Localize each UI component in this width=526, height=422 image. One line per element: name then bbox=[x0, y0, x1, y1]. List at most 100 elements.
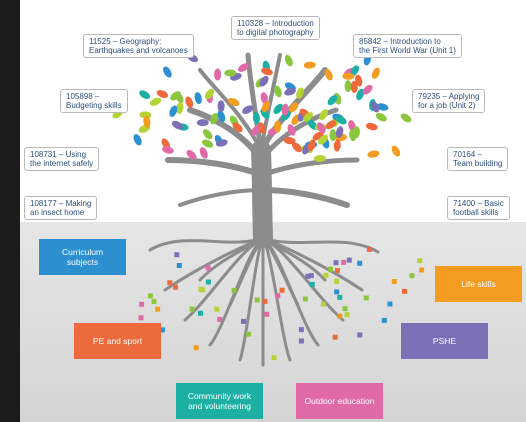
root-square bbox=[147, 293, 153, 299]
leaf bbox=[307, 139, 316, 152]
leaf bbox=[303, 61, 316, 69]
leaf bbox=[237, 63, 249, 72]
course-label-digital-photography: 110328 – Introduction to digital photogr… bbox=[231, 16, 320, 40]
root-square bbox=[334, 278, 340, 284]
leaf bbox=[217, 100, 225, 113]
root-square bbox=[189, 306, 195, 312]
leaf bbox=[203, 129, 213, 140]
leaf bbox=[162, 146, 174, 154]
tree-trunk bbox=[165, 52, 360, 248]
leaf bbox=[333, 139, 341, 152]
tree-root bbox=[228, 236, 265, 307]
leaf bbox=[303, 112, 313, 122]
leaf bbox=[335, 115, 347, 125]
root-square bbox=[342, 306, 348, 312]
tree-branch bbox=[198, 68, 263, 152]
root-square bbox=[417, 258, 423, 264]
tree-branch bbox=[165, 157, 265, 178]
leaf bbox=[355, 74, 363, 87]
tree-root bbox=[261, 236, 327, 282]
tree-root bbox=[183, 236, 265, 322]
category-community-work: Community work and volunteering bbox=[176, 383, 263, 419]
root-square bbox=[160, 327, 165, 333]
leaf bbox=[370, 101, 380, 113]
leaf bbox=[350, 65, 360, 77]
leaf bbox=[260, 92, 268, 105]
root-square bbox=[332, 334, 338, 340]
leaf bbox=[214, 68, 222, 81]
root-square bbox=[320, 301, 326, 307]
root-square bbox=[402, 288, 407, 294]
leaf bbox=[362, 84, 373, 95]
leaf bbox=[325, 120, 337, 130]
course-label-first-world-war: 85842 – Introduction to the First World … bbox=[353, 34, 462, 58]
leaf bbox=[344, 80, 352, 93]
tree-roots bbox=[148, 236, 380, 367]
leaf bbox=[156, 90, 168, 98]
leaf bbox=[319, 109, 329, 120]
root-square bbox=[346, 257, 352, 263]
root-square bbox=[363, 295, 369, 301]
leaf bbox=[261, 100, 271, 113]
leaf bbox=[327, 95, 338, 106]
course-label-internet-safety: 108731 – Using the internet safely bbox=[24, 147, 100, 171]
tree-branch bbox=[187, 107, 264, 163]
tree-root bbox=[261, 236, 380, 254]
root-square bbox=[264, 311, 270, 317]
leaf bbox=[335, 126, 344, 138]
root-square bbox=[298, 338, 304, 344]
leaf bbox=[284, 88, 296, 96]
trunk-main bbox=[251, 140, 273, 248]
leaf bbox=[201, 139, 214, 148]
leaf bbox=[133, 134, 142, 146]
root-square bbox=[337, 313, 343, 319]
leaf bbox=[261, 67, 273, 76]
leaf bbox=[242, 105, 254, 114]
root-square bbox=[174, 252, 180, 258]
root-square bbox=[308, 273, 314, 279]
leaf bbox=[356, 88, 365, 101]
root-square bbox=[337, 294, 343, 300]
root-square bbox=[176, 263, 182, 268]
root-square bbox=[366, 246, 372, 252]
root-square bbox=[155, 306, 161, 312]
leaf bbox=[283, 137, 296, 145]
root-squares bbox=[116, 246, 425, 361]
root-square bbox=[387, 301, 393, 307]
root-square bbox=[151, 299, 157, 305]
leaf bbox=[281, 103, 289, 116]
root-square bbox=[214, 306, 220, 312]
leaf bbox=[350, 81, 358, 93]
leaf bbox=[375, 112, 387, 122]
root-square bbox=[323, 272, 329, 278]
leaf bbox=[371, 67, 380, 79]
course-label-budgeting: 105898 – Budgeting skills bbox=[60, 89, 128, 113]
root-square bbox=[254, 297, 260, 303]
leaf bbox=[171, 120, 183, 130]
leaf bbox=[376, 103, 389, 111]
leaf bbox=[251, 125, 261, 136]
tree-root bbox=[261, 236, 300, 307]
root-square bbox=[391, 279, 397, 284]
leaf bbox=[170, 91, 181, 101]
root-square bbox=[357, 332, 363, 338]
category-pshe: PSHE bbox=[401, 323, 488, 359]
tree-branch bbox=[178, 188, 264, 207]
leaf bbox=[352, 126, 360, 139]
leaf bbox=[252, 112, 260, 124]
category-life-skills: Life skills bbox=[435, 266, 522, 302]
leaf bbox=[217, 110, 226, 123]
leaf bbox=[224, 69, 237, 77]
tree-root bbox=[148, 236, 265, 252]
leaf bbox=[292, 142, 302, 153]
leaf bbox=[329, 129, 337, 142]
root-square bbox=[172, 284, 178, 290]
course-label-team-building: 70164 – Team building bbox=[447, 147, 509, 171]
leaf bbox=[314, 154, 326, 163]
root-square bbox=[419, 267, 425, 273]
tree-root bbox=[238, 236, 265, 362]
leaf bbox=[204, 88, 215, 100]
root-square bbox=[341, 259, 347, 265]
category-pe-and-sport: PE and sport bbox=[74, 323, 161, 359]
root-square bbox=[309, 281, 315, 287]
